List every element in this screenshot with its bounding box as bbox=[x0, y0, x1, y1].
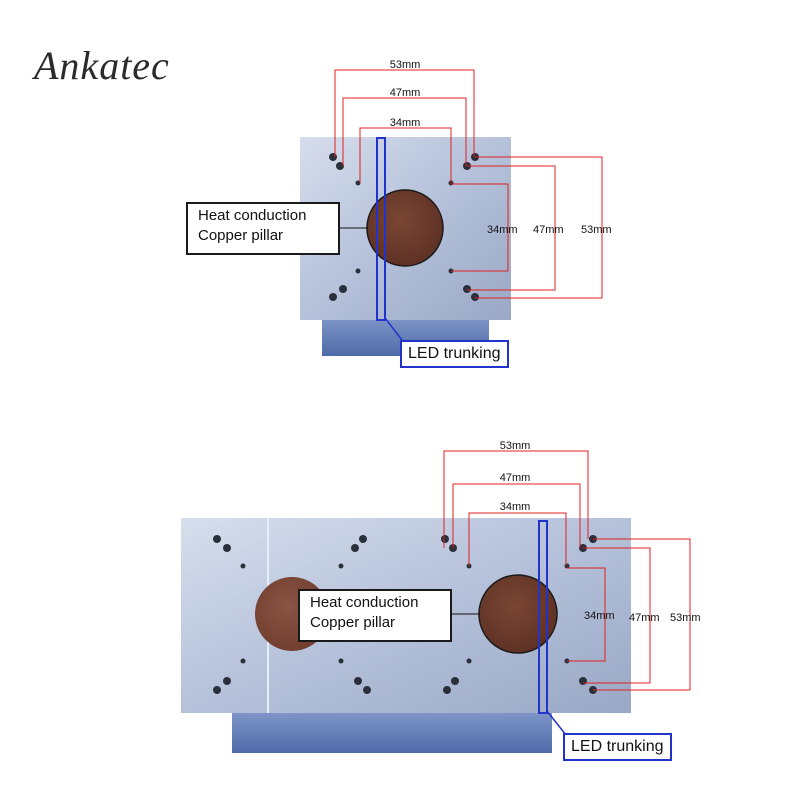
top-copper-label-line2: Copper pillar bbox=[198, 227, 284, 244]
top-horizontal-dims bbox=[334, 69, 475, 183]
top-dim-h-34: 34mm bbox=[390, 117, 421, 129]
bottom-horizontal-dims bbox=[443, 450, 589, 566]
top-module: 53mm 47mm 34mm 34mm 47mm 53mm bbox=[300, 59, 612, 356]
top-dim-v-34: 34mm bbox=[487, 224, 518, 236]
bottom-dim-h-34: 34mm bbox=[500, 501, 531, 513]
bottom-dim-h-47: 47mm bbox=[500, 472, 531, 484]
bottom-copper-pillar-label: Heat conduction Copper pillar bbox=[298, 589, 452, 642]
bottom-led-leader bbox=[546, 710, 567, 736]
bottom-led-trunking-label: LED trunking bbox=[563, 733, 672, 761]
bottom-copper-label-line1: Heat conduction bbox=[310, 594, 419, 611]
top-dim-v-47: 47mm bbox=[533, 224, 564, 236]
bottom-base-block bbox=[232, 713, 552, 753]
bottom-dim-v-34: 34mm bbox=[584, 610, 615, 622]
top-dim-h-53: 53mm bbox=[390, 59, 421, 71]
top-dim-h-47: 47mm bbox=[390, 87, 421, 99]
brand-logo: Ankatec bbox=[34, 43, 170, 88]
bottom-copper-label-line2: Copper pillar bbox=[310, 614, 396, 631]
bottom-dim-v-47: 47mm bbox=[629, 612, 660, 624]
top-copper-label-line1: Heat conduction bbox=[198, 207, 307, 224]
top-copper-pillar bbox=[366, 189, 444, 267]
top-led-trunking-outline bbox=[376, 137, 386, 321]
bottom-dim-v-53: 53mm bbox=[670, 612, 701, 624]
bottom-copper-pillar-right bbox=[478, 574, 558, 654]
top-led-leader bbox=[384, 317, 403, 341]
bottom-dim-h-53: 53mm bbox=[500, 440, 531, 452]
bottom-screw-holes bbox=[213, 535, 597, 694]
bottom-led-trunking-outline bbox=[538, 520, 548, 714]
top-vertical-dims bbox=[451, 156, 603, 299]
top-led-trunking-label: LED trunking bbox=[400, 340, 509, 368]
top-copper-pillar-label: Heat conduction Copper pillar bbox=[186, 202, 340, 255]
top-dim-v-53: 53mm bbox=[581, 224, 612, 236]
bottom-vertical-dims bbox=[567, 538, 691, 691]
